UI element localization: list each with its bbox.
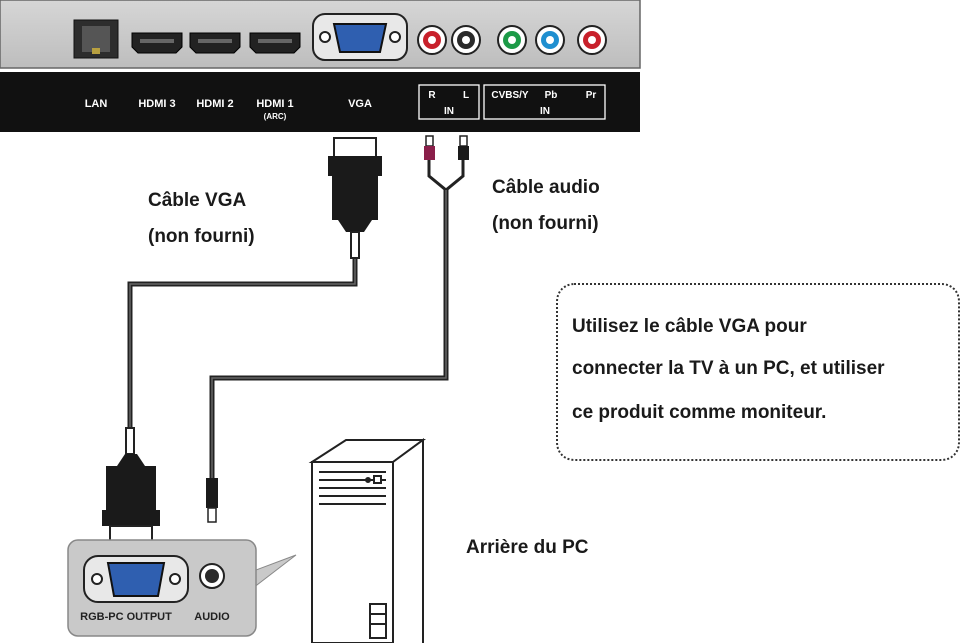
audio-cable-label-line2: (non fourni) xyxy=(492,213,599,234)
audio-in-label: IN xyxy=(444,106,454,117)
cvbs-label: CVBS/Y xyxy=(491,90,529,101)
hdmi2-label: HDMI 2 xyxy=(196,98,233,110)
pc-tower xyxy=(308,438,427,643)
rgb-pc-output-label: RGB-PC OUTPUT xyxy=(80,611,172,623)
lan-port xyxy=(73,19,119,59)
pr-jack xyxy=(577,25,607,55)
vga-cable xyxy=(127,258,358,428)
audio-cable-label-line1: Câble audio xyxy=(492,177,600,198)
note-line-3: ce produit comme moniteur. xyxy=(572,402,827,423)
tv-label-bar: LAN HDMI 3 HDMI 2 HDMI 1 (ARC) VGA R L I… xyxy=(0,72,640,132)
info-note-box xyxy=(556,283,960,461)
cvbs-y-jack xyxy=(497,25,527,55)
vga-connector-top xyxy=(328,137,382,259)
component-in-frame xyxy=(483,84,606,120)
audio-l-jack xyxy=(451,25,481,55)
power-led-icon xyxy=(365,477,371,483)
pc-audio-port xyxy=(199,563,225,589)
pc-vga-port xyxy=(83,555,189,603)
hdmi3-label: HDMI 3 xyxy=(138,98,175,110)
vga-cable-label-line2: (non fourni) xyxy=(148,226,255,247)
hdmi2-port xyxy=(189,32,241,54)
audio-l-label: L xyxy=(463,90,469,101)
note-line-2: connecter la TV à un PC, et utiliser xyxy=(572,358,885,379)
power-button-icon xyxy=(373,475,382,484)
hdmi1-port xyxy=(249,32,301,54)
pc-audio-label: AUDIO xyxy=(194,611,230,623)
pb-label: Pb xyxy=(545,90,558,101)
rca-plug-red xyxy=(424,135,435,160)
hdmi1-label: HDMI 1 xyxy=(256,98,293,110)
vga-cable-label-line1: Câble VGA xyxy=(148,190,247,211)
audio-r-label: R xyxy=(428,90,436,101)
vga-label: VGA xyxy=(348,98,372,110)
pc-port-panel: RGB-PC OUTPUT AUDIO xyxy=(67,539,297,637)
hdmi3-port xyxy=(131,32,183,54)
lan-label: LAN xyxy=(85,98,108,110)
component-in-label: IN xyxy=(540,106,550,117)
pr-label: Pr xyxy=(586,90,597,101)
hdmi1-arc-label: (ARC) xyxy=(264,112,287,121)
audio-r-jack xyxy=(417,25,447,55)
note-line-1: Utilisez le câble VGA pour xyxy=(572,316,807,337)
rca-plug-white xyxy=(458,135,469,160)
vga-connector-bottom xyxy=(102,427,160,545)
vga-port xyxy=(312,13,408,61)
pb-jack xyxy=(535,25,565,55)
tv-rear-panel xyxy=(0,0,641,69)
audio-plug-bottom xyxy=(206,478,218,523)
audio-cable xyxy=(209,158,465,478)
audio-in-frame xyxy=(418,84,480,120)
pc-rear-label: Arrière du PC xyxy=(466,537,589,558)
